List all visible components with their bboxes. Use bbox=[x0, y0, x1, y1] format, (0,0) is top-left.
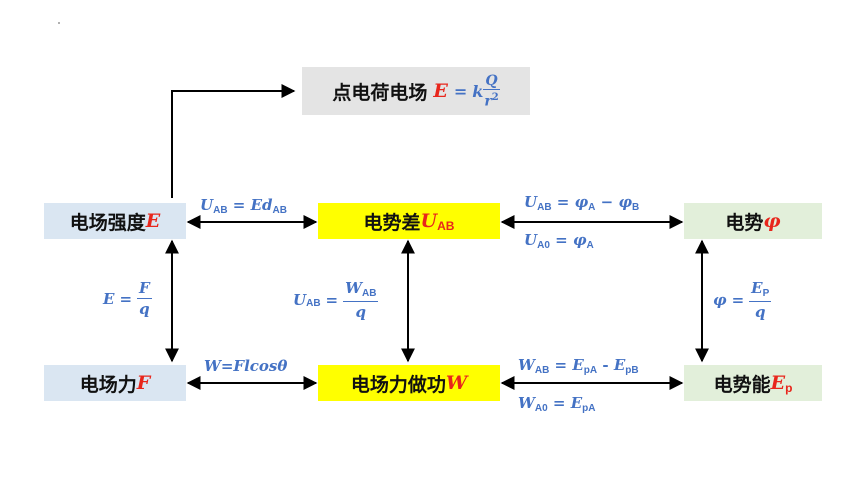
work-box: 电场力做功 W bbox=[318, 365, 500, 401]
potential-difference-var: U bbox=[420, 210, 438, 232]
point-charge-label: 点电荷电场 bbox=[332, 81, 428, 104]
formula-ua0-phi: UA0 = φA bbox=[524, 231, 594, 251]
point-charge-formula: = k Q r2 bbox=[453, 72, 500, 110]
field-strength-var: E bbox=[145, 210, 161, 232]
formula-wa0-ep: WA0 = EpA bbox=[518, 394, 596, 414]
potential-var: φ bbox=[763, 210, 781, 232]
decorative-dot bbox=[58, 22, 60, 24]
potential-difference-label: 电势差 bbox=[363, 211, 421, 234]
formula-wab-ep-difference: WAB = EpA - EpB bbox=[518, 356, 639, 376]
formula-uab-ed: UAB = EdAB bbox=[200, 196, 287, 216]
potential-label: 电势 bbox=[725, 211, 764, 234]
potential-energy-var: E bbox=[770, 372, 786, 394]
arrow-field-to-point-charge bbox=[171, 84, 296, 198]
point-charge-fraction: Q r2 bbox=[483, 72, 500, 110]
point-charge-var: E bbox=[433, 80, 448, 102]
formula-w-flcos: W=Flcosθ bbox=[204, 357, 288, 375]
formula-uab-phi-difference: UAB = φA − φB bbox=[524, 193, 640, 213]
electric-force-var: F bbox=[136, 372, 151, 394]
work-var: W bbox=[445, 372, 468, 394]
formula-phi-ep-over-q: φ = EP q bbox=[713, 279, 772, 321]
electric-force-box: 电场力 F bbox=[44, 365, 186, 401]
point-charge-field-box: 点电荷电场 E = k Q r2 bbox=[302, 67, 530, 115]
formula-e-f-over-q: E = F q bbox=[103, 279, 152, 318]
work-label: 电场力做功 bbox=[350, 373, 446, 396]
field-strength-label: 电场强度 bbox=[69, 211, 146, 234]
field-strength-box: 电场强度 E bbox=[44, 203, 186, 239]
electric-force-label: 电场力 bbox=[79, 373, 137, 396]
potential-box: 电势 φ bbox=[684, 203, 822, 239]
potential-energy-label: 电势能 bbox=[713, 373, 771, 396]
